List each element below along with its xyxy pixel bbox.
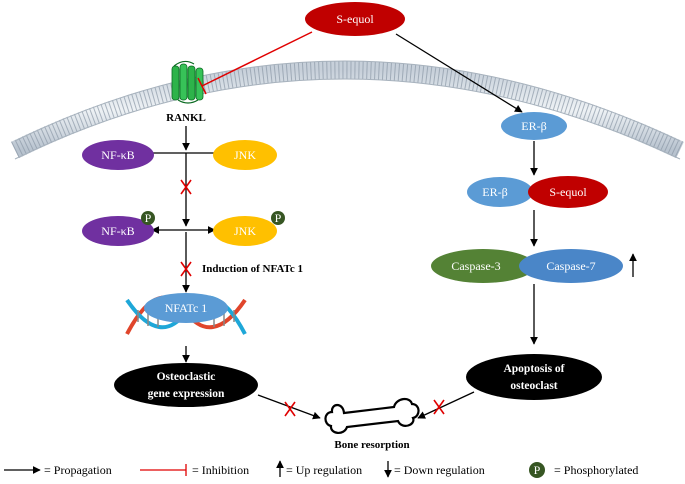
- nfkb-label-1: NF-κB: [101, 148, 134, 162]
- nfatc1-node: NFATc 1: [144, 293, 228, 323]
- osteoclastic-gene-node: Osteoclastic gene expression: [114, 363, 258, 407]
- apoptosis-line1: Apoptosis of: [503, 363, 564, 375]
- erbeta-sequol-complex: ER-β S-equol: [467, 176, 608, 208]
- legend-phospho-text: = Phosphorylated: [554, 463, 638, 477]
- phospho-badge-2-label: P: [275, 211, 282, 225]
- arrow-sequol-erbeta: [395, 33, 523, 113]
- legend-propagation-text: = Propagation: [44, 463, 112, 477]
- jnk-label-2: JNK: [234, 224, 256, 238]
- rankl-receptor-icon: [171, 60, 204, 104]
- s-equol-node: S-equol: [305, 2, 405, 36]
- jnk-label-1: JNK: [234, 148, 256, 162]
- block-mark-4: [433, 399, 445, 415]
- block-mark-2: [180, 261, 192, 277]
- nfkb-node-1: NF-κB: [82, 140, 154, 170]
- inhibition-sequol-rankl: [197, 31, 313, 95]
- phospho-badge-2: [271, 211, 285, 225]
- jnk-node-1: JNK: [213, 140, 277, 170]
- nfkb-label-2: NF-κB: [101, 224, 134, 238]
- er-beta-node-1: ER-β: [501, 112, 567, 140]
- phospho-badge-1: [141, 211, 155, 225]
- caspase-complex: Caspase-3 Caspase-7: [431, 249, 623, 283]
- s-equol-complex-label: S-equol: [549, 185, 587, 199]
- legend-phospho-icon: [529, 462, 545, 478]
- legend-phospho-letter: P: [534, 463, 541, 477]
- block-mark-3: [284, 401, 296, 417]
- induction-label: Induction of NFATc 1: [202, 263, 303, 275]
- er-beta-label-1: ER-β: [521, 119, 546, 133]
- caspase3-label: Caspase-3: [451, 259, 500, 273]
- jnk-node-2: JNK P: [213, 211, 285, 246]
- rankl-label: RANKL: [166, 112, 206, 124]
- legend-down-text: = Down regulation: [394, 463, 485, 477]
- bone-icon: [324, 397, 420, 434]
- legend-up-text: = Up regulation: [286, 463, 362, 477]
- s-equol-label: S-equol: [336, 12, 374, 26]
- nfkb-node-2: NF-κB P: [82, 211, 155, 246]
- apoptosis-line2: osteoclast: [510, 380, 557, 392]
- osteoclastic-gene-line1: Osteoclastic: [157, 371, 216, 383]
- osteoclastic-gene-line2: gene expression: [148, 388, 225, 400]
- legend: = Propagation = Inhibition = Up regulati…: [4, 460, 638, 478]
- bone-resorption-label: Bone resorption: [334, 439, 409, 451]
- er-beta-label-2: ER-β: [482, 185, 507, 199]
- cell-membrane: [11, 60, 684, 160]
- nfatc1-label: NFATc 1: [165, 301, 208, 315]
- caspase7-label: Caspase-7: [546, 259, 595, 273]
- apoptosis-node: Apoptosis of osteoclast: [466, 354, 602, 400]
- arrow-apoptosis-to-bone: [417, 391, 475, 419]
- legend-inhibition-text: = Inhibition: [192, 463, 249, 477]
- phospho-badge-1-label: P: [145, 211, 152, 225]
- block-mark-1: [180, 179, 192, 195]
